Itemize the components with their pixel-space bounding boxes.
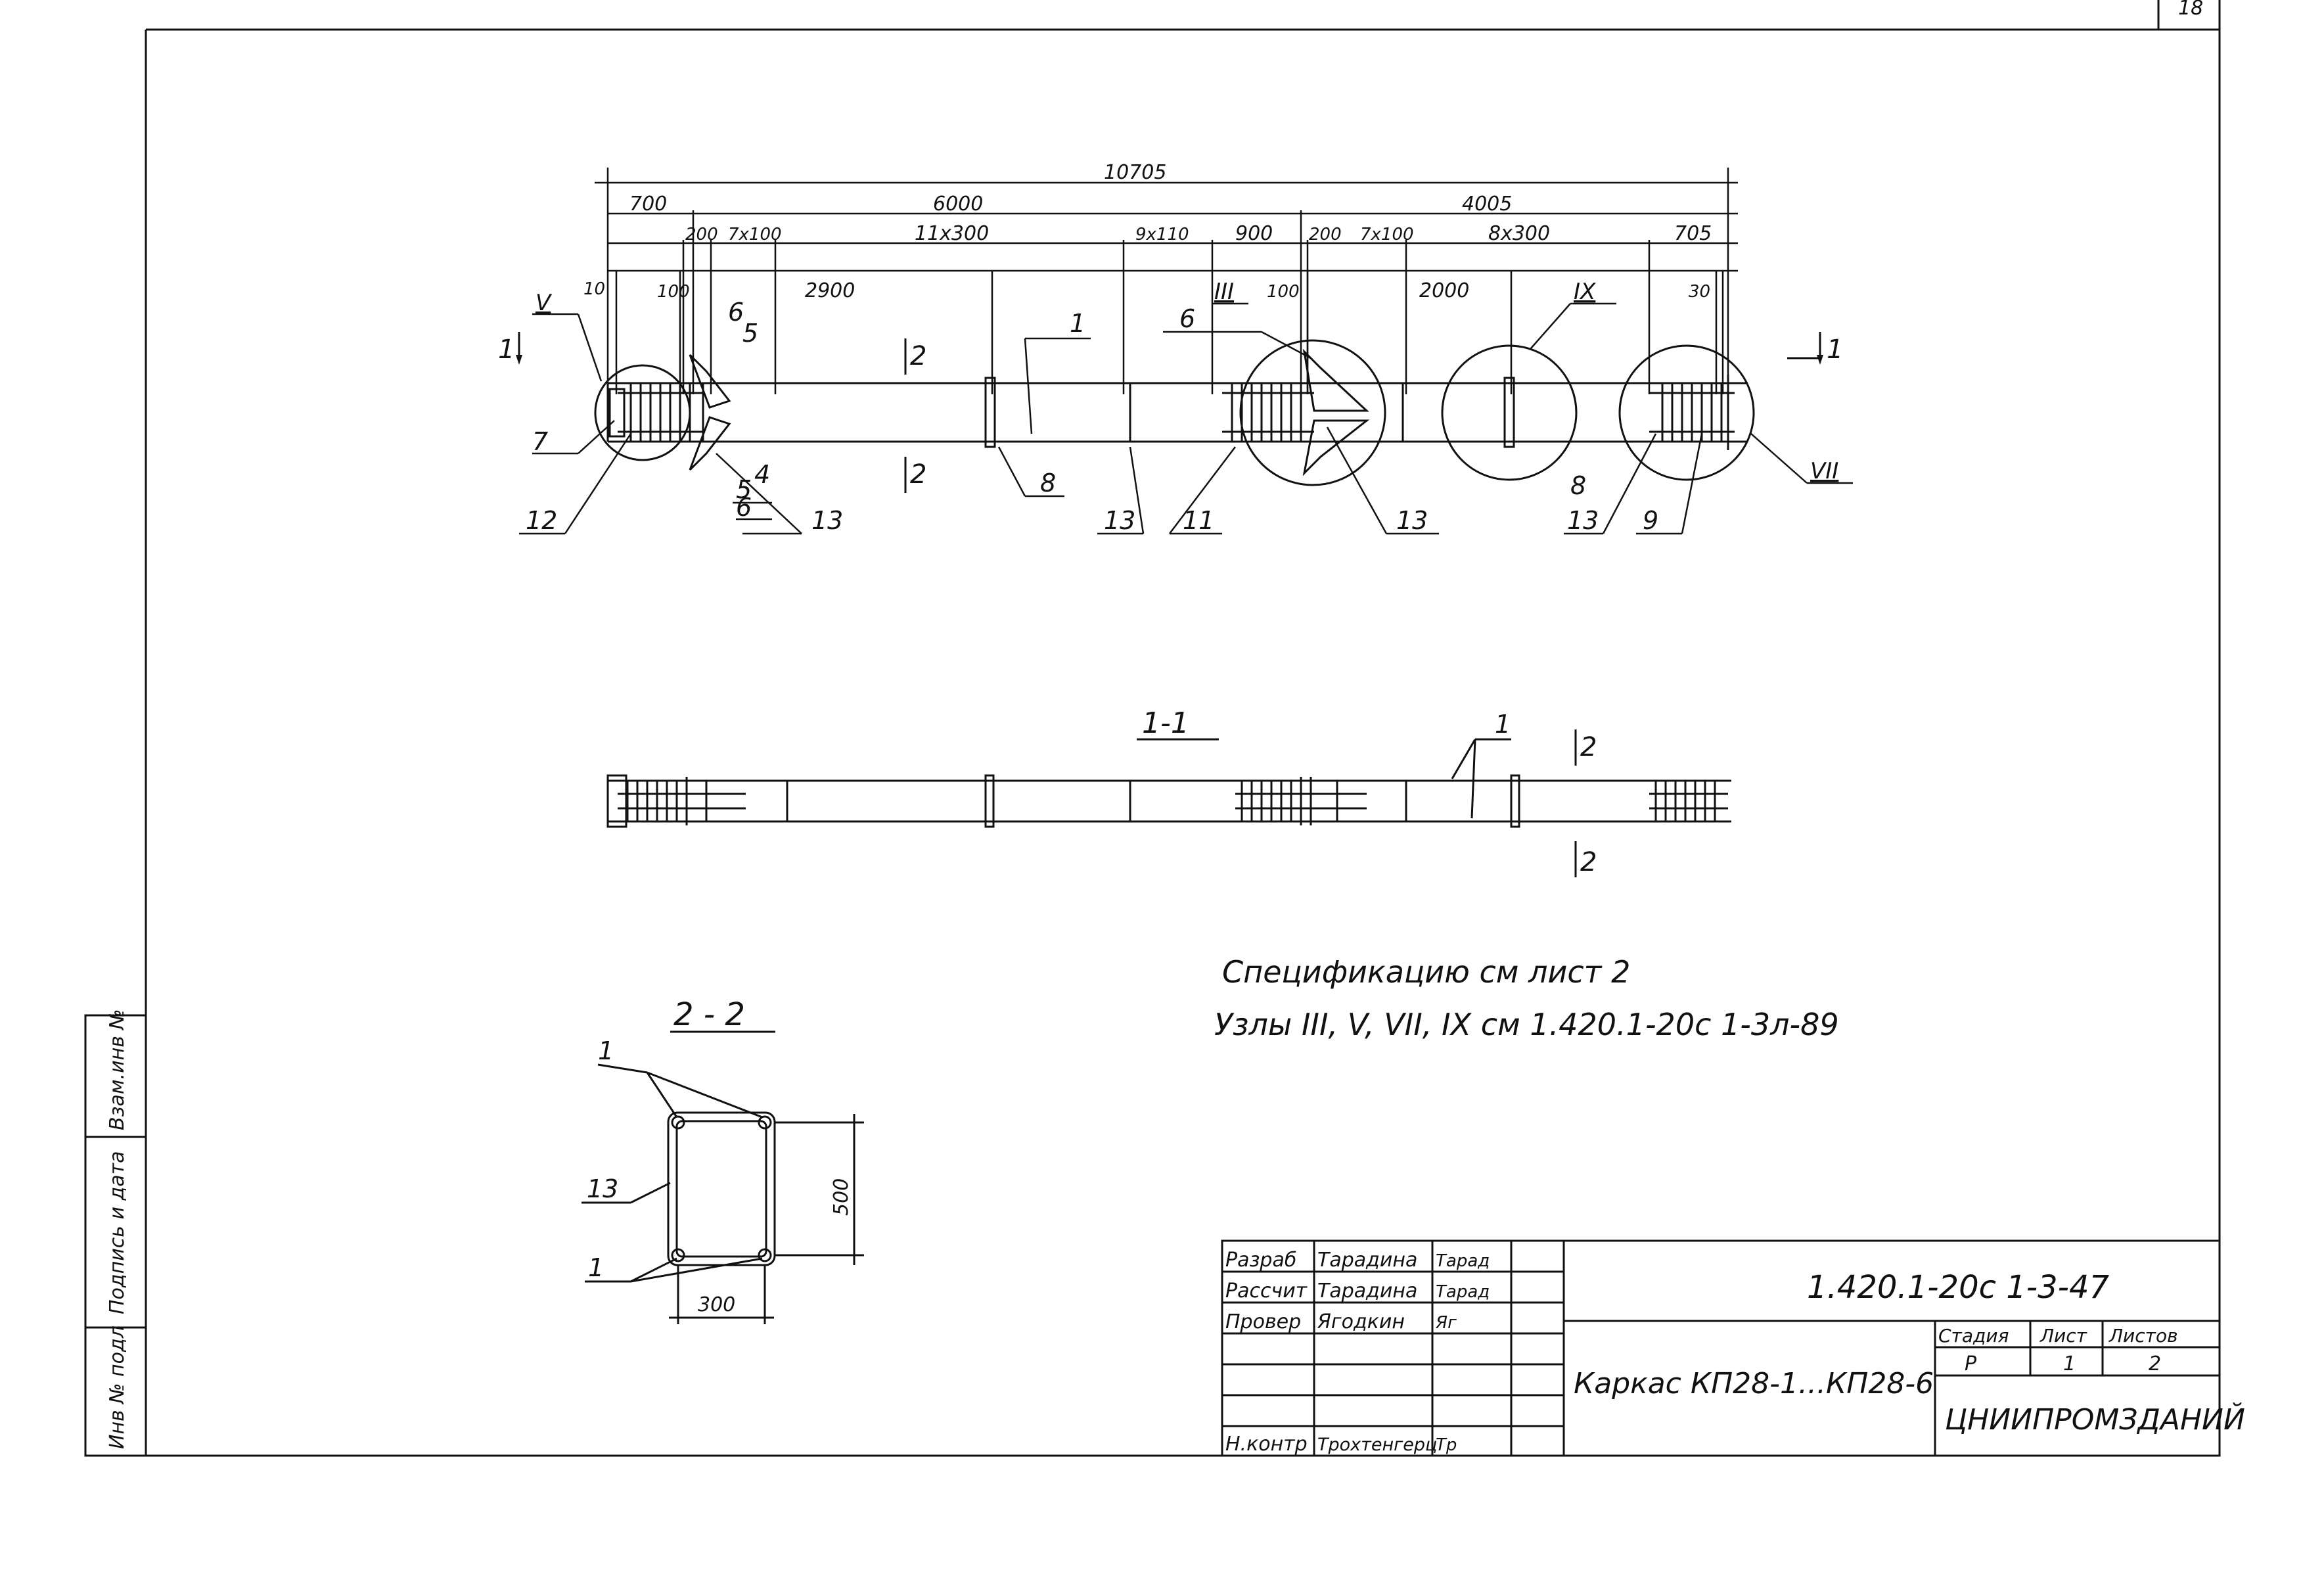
node-label-VII: VII [1810, 458, 1838, 484]
tb-org: ЦНИИПРОМЗДАНИЙ [1945, 1402, 2245, 1437]
pos-13d: 13 [1567, 506, 1599, 535]
tb-sign-6: Тр [1436, 1435, 1457, 1455]
section-2-2 [581, 1030, 864, 1324]
cut-mark-right: 1 [1827, 335, 1843, 365]
section11-mark-bottom: 2 [1580, 847, 1597, 877]
tb-role-0: Разраб [1225, 1249, 1296, 1272]
pos-4: 4 [754, 460, 770, 489]
tb-doc-code: 1.420.1-20с 1-3-47 [1807, 1269, 2110, 1306]
tb-stage-label: Стадия [1938, 1325, 2009, 1347]
tb-role-6: Н.контр [1225, 1433, 1308, 1456]
dim-6000: 6000 [933, 193, 983, 216]
pos-8b: 8 [1570, 471, 1586, 500]
pos-13b: 13 [1104, 506, 1135, 535]
node-circle-VII [1618, 344, 1755, 481]
pos-7: 7 [532, 427, 548, 456]
pos-6a: 6 [728, 298, 744, 327]
dim-2900: 2900 [805, 279, 855, 302]
node-label-V: V [535, 290, 553, 316]
tb-role-1: Рассчит [1225, 1280, 1308, 1303]
section22-pos1b: 1 [588, 1253, 604, 1282]
pos-5b: 5 [742, 319, 758, 348]
stamp-podpis: Подпись и дата [106, 1151, 129, 1315]
dim-total: 10705 [1104, 161, 1166, 184]
tb-sign-1: Тарад [1436, 1282, 1490, 1302]
tb-sheets-label: Листов [2108, 1325, 2178, 1347]
pos-13c: 13 [1396, 506, 1428, 535]
note-spec: Спецификацию см лист 2 [1222, 954, 1630, 990]
section11-pos1: 1 [1495, 710, 1511, 739]
tb-stage: Р [1965, 1352, 1977, 1375]
pos-12: 12 [526, 506, 557, 535]
dimension-lines [595, 168, 1738, 394]
node-label-III: III [1214, 279, 1234, 305]
pos-9: 9 [1643, 506, 1658, 535]
node-circle-IX [1441, 344, 1578, 481]
dim-7x100a: 7x100 [728, 225, 782, 244]
node-circle-V [594, 364, 691, 461]
section2-mark-bottom: 2 [910, 459, 926, 490]
tb-sign-2: Яг [1435, 1313, 1457, 1333]
dim-100a: 100 [657, 282, 690, 302]
section22-dim-h: 500 [830, 1178, 853, 1216]
section11-mark-top: 2 [1580, 732, 1597, 762]
tb-sign-0: Тарад [1436, 1251, 1490, 1271]
tb-sheets: 2 [2149, 1352, 2161, 1375]
beam-elevation [594, 339, 1755, 486]
dim-200a: 200 [685, 225, 718, 244]
pos-1: 1 [1070, 309, 1085, 338]
node-circle-III [1239, 339, 1386, 486]
dim-10: 10 [583, 279, 605, 299]
dim-11x300: 11x300 [915, 222, 989, 245]
pos-11: 11 [1183, 506, 1214, 535]
section22-dim-w: 300 [698, 1293, 735, 1316]
note-nodes: Узлы III, V, VII, IX см 1.420.1-20с 1-3л… [1214, 1007, 1839, 1042]
tb-name-1: Тарадина [1317, 1280, 1417, 1303]
section22-title: 2 - 2 [673, 996, 745, 1033]
dim-8x300: 8x300 [1488, 222, 1550, 245]
dim-700: 700 [629, 193, 667, 216]
pos-5a: 5 [736, 475, 752, 504]
cut-mark-left: 1 [498, 335, 514, 365]
section2-mark-top: 2 [910, 341, 926, 371]
pos-8a: 8 [1040, 469, 1056, 497]
pos-13a: 13 [811, 506, 843, 535]
dim-705: 705 [1674, 222, 1712, 245]
tb-role-2: Провер [1225, 1310, 1301, 1333]
pos-6b: 6 [736, 493, 752, 522]
section-1-1 [606, 729, 1731, 877]
dim-9x110: 9x110 [1135, 225, 1189, 244]
tb-name-6: Трохтенгерц [1317, 1435, 1437, 1455]
page-number: 18 [2178, 0, 2203, 20]
dim-900: 900 [1235, 222, 1273, 245]
dim-200b: 200 [1309, 225, 1342, 244]
tb-name: Каркас КП28-1...КП28-6 [1574, 1367, 1934, 1400]
side-stamp [84, 1014, 147, 1457]
dim-100b: 100 [1267, 282, 1300, 302]
section22-pos1a: 1 [598, 1036, 614, 1065]
stamp-inv-podl: Инв № подл [106, 1326, 129, 1449]
dim-4005: 4005 [1462, 193, 1512, 216]
tb-sheet-label: Лист [2039, 1325, 2087, 1347]
node-label-IX: IX [1574, 279, 1596, 305]
section11-title: 1-1 [1142, 706, 1189, 740]
tb-name-0: Тарадина [1317, 1249, 1417, 1272]
dim-2000: 2000 [1419, 279, 1469, 302]
dim-7x100b: 7x100 [1360, 225, 1414, 244]
stamp-vzam: Взам.инв № [106, 1009, 129, 1130]
tb-name-2: Ягодкин [1317, 1310, 1405, 1333]
tb-sheet: 1 [2063, 1352, 2076, 1375]
pos-6c: 6 [1179, 304, 1195, 333]
section22-pos13: 13 [587, 1174, 618, 1203]
title-block [1221, 1239, 2221, 1457]
dim-30: 30 [1689, 282, 1710, 302]
